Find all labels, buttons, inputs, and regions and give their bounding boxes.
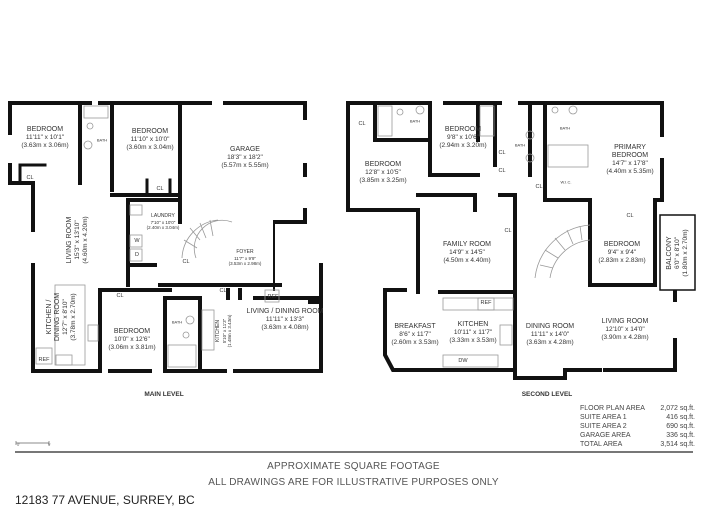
area-value: 416 sq.ft.: [666, 414, 695, 421]
area-value: 690 sq.ft.: [666, 423, 695, 430]
bath-tag: BATH: [171, 319, 183, 325]
closet-tag: CL: [156, 186, 164, 192]
area-label: SUITE AREA 2: [580, 423, 627, 430]
fridge-tag: REF: [38, 357, 50, 363]
footer-note-1: APPROXIMATE SQUARE FOOTAGE: [267, 461, 440, 472]
closet-tag: CL: [219, 288, 227, 294]
wic-tag: W.I.C.: [560, 179, 572, 185]
closet-tag: CL: [26, 175, 34, 181]
bath-tag: BATH: [409, 118, 421, 124]
area-label: SUITE AREA 1: [580, 414, 627, 421]
divider: [15, 451, 693, 453]
closet-tag: CL: [182, 259, 190, 265]
footer-note-2: ALL DRAWINGS ARE FOR ILLUSTRATIVE PURPOS…: [208, 477, 499, 488]
closet-tag: CL: [498, 168, 506, 174]
area-summary: FLOOR PLAN AREA 2,072 sq.ft. SUITE AREA 1…: [580, 404, 695, 449]
dishwasher-tag: DW: [458, 358, 468, 364]
fridge-tag: REF: [267, 294, 279, 300]
scale-end: 5': [48, 442, 51, 447]
bath-tag: BATH: [514, 142, 526, 148]
closet-tag: CL: [504, 228, 512, 234]
bath-tag: BATH: [559, 125, 571, 131]
second-level-title: SECOND LEVEL: [521, 391, 573, 398]
area-label: GARAGE AREA: [580, 432, 631, 439]
fixtures: [35, 105, 591, 368]
main-level-title: MAIN LEVEL: [144, 391, 184, 398]
main-level-walls: [8, 101, 323, 373]
fridge-tag: REF: [480, 300, 492, 306]
scale-start: 0': [17, 442, 20, 447]
bath-tag: BATH: [96, 137, 108, 143]
closet-tag: CL: [626, 213, 634, 219]
closet-tag: CL: [116, 293, 124, 299]
area-value: 2,072 sq.ft.: [660, 405, 695, 412]
dryer-tag: D: [135, 252, 139, 258]
closet-tag: CL: [498, 150, 506, 156]
closet-tag: CL: [358, 121, 366, 127]
closet-tag: CL: [535, 184, 543, 190]
property-address: 12183 77 AVENUE, SURREY, BC: [15, 493, 195, 507]
washer-tag: W: [134, 238, 140, 244]
area-value: 3,514 sq.ft.: [660, 441, 695, 448]
area-label: TOTAL AREA: [580, 441, 623, 448]
area-label: FLOOR PLAN AREA: [580, 405, 645, 412]
area-value: 336 sq.ft.: [666, 432, 695, 439]
